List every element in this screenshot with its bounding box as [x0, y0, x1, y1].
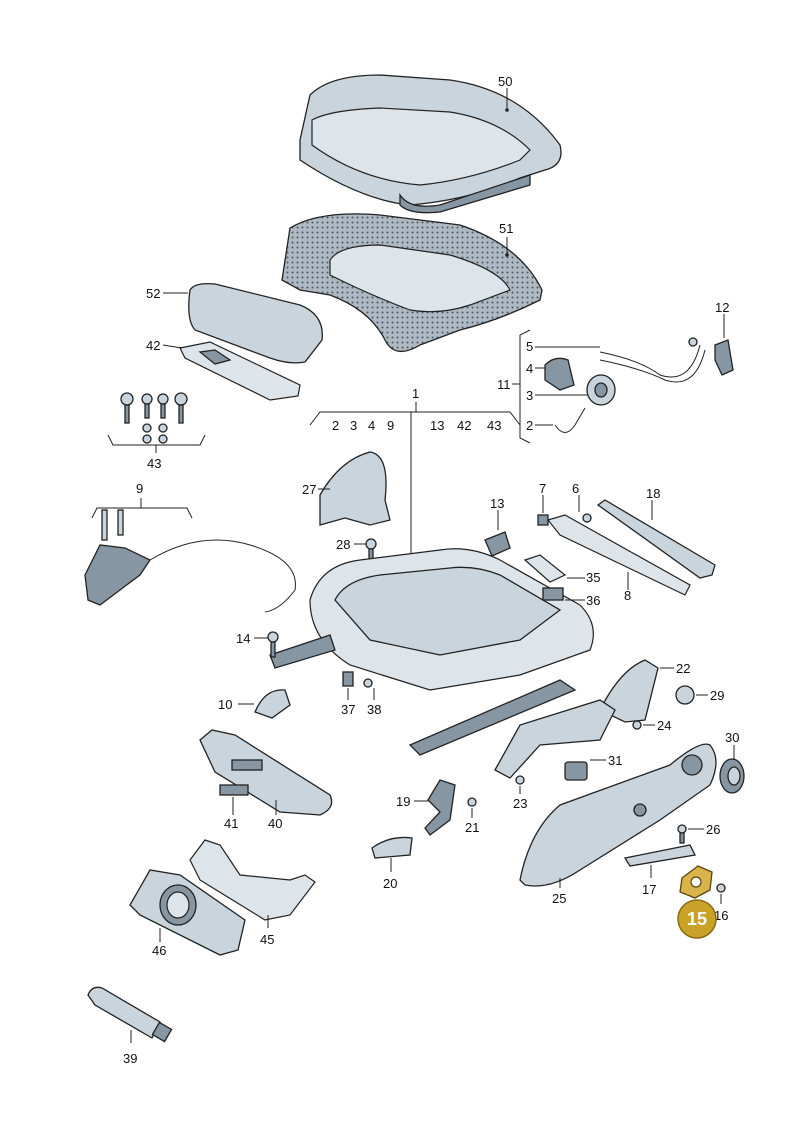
screw-6-part[interactable] [582, 513, 592, 523]
seat-cover-part[interactable] [299, 74, 562, 214]
screw-26-part[interactable] [677, 824, 687, 844]
thigh-cushion-part[interactable] [188, 282, 323, 364]
clip-13-part[interactable] [484, 531, 511, 557]
callout-8: 8 [624, 588, 631, 603]
screw-16-part[interactable] [716, 883, 726, 893]
callout-52: 52 [146, 286, 160, 301]
knob-29-part[interactable] [675, 685, 695, 705]
cap-10-part[interactable] [254, 689, 291, 719]
bolt-14-part[interactable] [267, 631, 279, 658]
bracket-45-part[interactable] [189, 839, 316, 921]
callout-14: 14 [236, 631, 250, 646]
callout-1: 1 [412, 386, 419, 401]
highlight-badge-15[interactable]: 15 [677, 899, 717, 939]
callout-45: 45 [260, 932, 274, 947]
callout-3: 3 [526, 388, 533, 403]
callout-19: 19 [396, 794, 410, 809]
highlighted-part-15[interactable] [679, 865, 713, 899]
bolt-28-part[interactable] [365, 538, 377, 562]
clip-7-part[interactable] [537, 514, 549, 526]
side-panel-25-part[interactable] [519, 743, 717, 887]
screw-38-part[interactable] [363, 678, 373, 688]
highlight-label: 15 [687, 909, 707, 929]
callout-28: 28 [336, 537, 350, 552]
callout-37: 37 [341, 702, 355, 717]
callout-24: 24 [657, 718, 671, 733]
group-1-item: 13 [430, 418, 444, 433]
wiring-harness-part[interactable] [599, 337, 706, 383]
callout-40: 40 [268, 816, 282, 831]
cable-2-part[interactable] [554, 407, 586, 433]
callout-22: 22 [676, 661, 690, 676]
callout-26: 26 [706, 822, 720, 837]
bracket-plate-part[interactable] [179, 341, 301, 401]
callout-6: 6 [572, 481, 579, 496]
group-1-item: 43 [487, 418, 501, 433]
callout-51: 51 [499, 221, 513, 236]
switch-31-part[interactable] [564, 761, 588, 781]
bracket-19-part[interactable] [424, 779, 456, 836]
group-1-item: 2 [332, 418, 339, 433]
callout-31: 31 [608, 753, 622, 768]
callout-2: 2 [526, 418, 533, 433]
knob-30-part[interactable] [719, 758, 745, 794]
callout-20: 20 [383, 876, 397, 891]
screw-23-part[interactable] [515, 775, 525, 785]
seat-foam-part[interactable] [281, 213, 543, 352]
group-1-item: 42 [457, 418, 471, 433]
group-1-item: 9 [387, 418, 394, 433]
frame-trim-22-part[interactable] [494, 659, 659, 779]
callout-17: 17 [642, 882, 656, 897]
callout-29: 29 [710, 688, 724, 703]
callout-38: 38 [367, 702, 381, 717]
clip-36-part[interactable] [542, 587, 564, 601]
callout-18: 18 [646, 486, 660, 501]
callout-10: 10 [218, 697, 232, 712]
rail-8-part[interactable] [546, 514, 691, 596]
motor-3-part[interactable] [586, 374, 616, 406]
callout-46: 46 [152, 943, 166, 958]
callout-23: 23 [513, 796, 527, 811]
trim-strip-17-part[interactable] [623, 844, 696, 867]
callout-36: 36 [586, 593, 600, 608]
callout-41: 41 [224, 816, 238, 831]
clip-41-part[interactable] [219, 784, 249, 796]
grease-tube-39-part[interactable] [87, 986, 173, 1043]
callout-11: 11 [497, 377, 511, 392]
bracket-35-part[interactable] [523, 554, 567, 583]
callout-42: 42 [146, 338, 160, 353]
callout-39: 39 [123, 1051, 137, 1066]
callout-30: 30 [725, 730, 739, 745]
switch-bracket-part[interactable] [714, 339, 734, 376]
rail-18-part[interactable] [596, 499, 716, 579]
callout-5: 5 [526, 339, 533, 354]
duct-46-part[interactable] [129, 869, 246, 956]
clip-24-part[interactable] [632, 720, 642, 730]
screw-21-part[interactable] [467, 797, 477, 807]
cable-release-part[interactable] [84, 509, 296, 613]
callout-43: 43 [147, 456, 161, 471]
callout-21: 21 [465, 820, 479, 835]
callout-50: 50 [498, 74, 512, 89]
callout-25: 25 [552, 891, 566, 906]
cover-40-part[interactable] [199, 729, 333, 816]
group-1-item: 3 [350, 418, 357, 433]
callout-7: 7 [539, 481, 546, 496]
callout-9: 9 [136, 481, 143, 496]
seat-frame-part[interactable] [269, 548, 594, 756]
group-1-item: 4 [368, 418, 375, 433]
cover-27-part[interactable] [319, 451, 391, 526]
callout-16: 16 [714, 908, 728, 923]
callout-27: 27 [302, 482, 316, 497]
callout-12: 12 [715, 300, 729, 315]
cap-20-part[interactable] [371, 836, 413, 859]
callout-35: 35 [586, 570, 600, 585]
motor-4-part[interactable] [544, 357, 575, 391]
callout-13: 13 [490, 496, 504, 511]
fastener-set-part[interactable] [120, 392, 188, 444]
nut-37-part[interactable] [342, 671, 354, 687]
callout-4: 4 [526, 361, 533, 376]
